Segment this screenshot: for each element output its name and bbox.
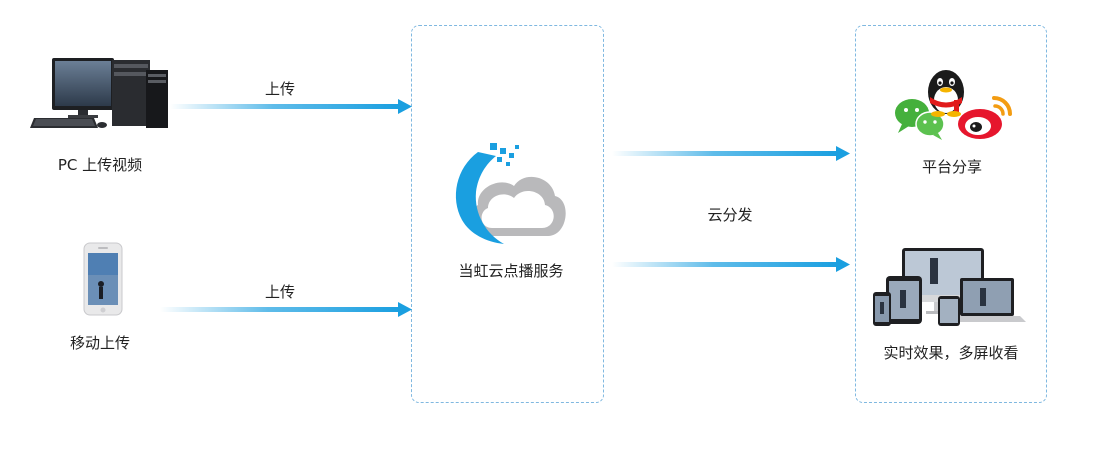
upload-arrow-bottom [160,302,412,317]
distribute-label: 云分发 [707,206,753,224]
desktop-computer-icon [30,58,168,128]
multiscreen-label: 实时效果，多屏收看 [883,344,1019,362]
output-container [855,25,1047,403]
mobile-upload-label: 移动上传 [69,334,130,352]
service-container [411,25,604,403]
platform-share-label: 平台分享 [921,158,982,176]
upload-top-label: 上传 [264,80,295,98]
qq-penguin-icon [928,70,964,117]
upload-bottom-label: 上传 [264,283,295,301]
pc-upload-label: PC 上传视频 [57,156,143,174]
upload-arrow-top [170,99,412,114]
weibo-icon [958,96,1012,139]
smartphone-icon [83,242,123,316]
multi-screen-devices-icon [873,248,1026,326]
service-label: 当虹云点播服务 [458,262,564,280]
distribute-arrow-top [612,146,850,161]
wechat-icon [895,99,945,140]
social-platforms-icon [895,70,1012,140]
cloud-service-logo-icon [455,143,566,244]
distribute-arrow-bottom [612,257,850,272]
